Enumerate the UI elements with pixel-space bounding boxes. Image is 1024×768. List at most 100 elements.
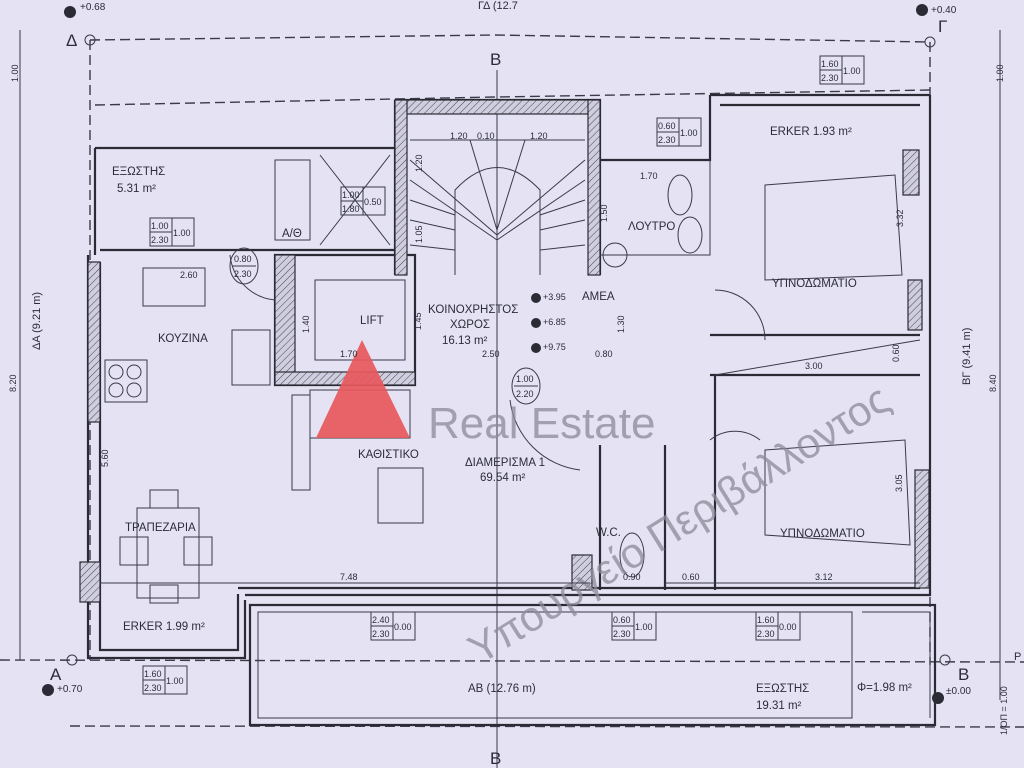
room-apartment: ΔΙΑΜΕΡΙΣΜΑ 1: [465, 457, 545, 469]
svg-text:+0.68: +0.68: [80, 2, 106, 13]
furniture: [104, 154, 911, 604]
svg-text:0.90: 0.90: [623, 572, 641, 582]
section-marker-top: B: [490, 50, 501, 69]
svg-text:0.60: 0.60: [891, 344, 901, 362]
svg-text:+0.70: +0.70: [57, 684, 83, 695]
corner-beta: Β: [958, 665, 969, 684]
svg-text:ΔΑ (9.21 m): ΔΑ (9.21 m): [31, 292, 43, 350]
room-storage: Α/Θ: [282, 228, 302, 240]
corner-gamma: Γ: [938, 17, 947, 36]
svg-text:0.60: 0.60: [658, 121, 676, 131]
corner-alpha: Α: [50, 665, 62, 684]
room-balcony-bottom-area: 19.31 m²: [756, 700, 802, 712]
svg-text:1.70: 1.70: [640, 171, 658, 181]
svg-text:0.00: 0.00: [394, 622, 412, 632]
svg-text:1.40: 1.40: [301, 315, 311, 333]
svg-text:0.80: 0.80: [595, 349, 613, 359]
svg-text:3.12: 3.12: [815, 572, 833, 582]
svg-text:Ρ: Ρ: [1014, 651, 1021, 663]
svg-text:1.60: 1.60: [144, 669, 162, 679]
svg-text:±0.00: ±0.00: [946, 686, 971, 697]
section-marker-bottom: B: [490, 749, 501, 768]
svg-text:3.05: 3.05: [894, 474, 904, 492]
svg-text:1.20: 1.20: [530, 131, 548, 141]
room-common-2: ΧΩΡΟΣ: [450, 319, 490, 331]
room-phi: Φ=1.98 m²: [857, 682, 912, 694]
svg-text:8.40: 8.40: [988, 374, 998, 392]
svg-text:1.00: 1.00: [635, 622, 653, 632]
svg-text:1.70: 1.70: [340, 349, 358, 359]
room-balcony-top: ΕΞΩΣΤΗΣ: [112, 166, 165, 178]
svg-text:2.30: 2.30: [144, 683, 162, 693]
svg-text:2.30: 2.30: [757, 629, 775, 639]
room-bedroom-2: ΥΠΝΟΔΩΜΑΤΙΟ: [780, 528, 865, 540]
svg-text:1.60: 1.60: [821, 59, 839, 69]
top-edge-label: ΓΔ (12.7: [478, 0, 518, 12]
svg-text:0.00: 0.00: [779, 622, 797, 632]
svg-text:2.30: 2.30: [658, 135, 676, 145]
svg-text:2.50: 2.50: [482, 349, 500, 359]
svg-text:3.00: 3.00: [805, 361, 823, 371]
svg-text:2.30: 2.30: [234, 269, 252, 279]
room-common-1: ΚΟΙΝΟΧΡΗΣΤΟΣ: [428, 304, 518, 316]
interior-dimensions: 1.20 0.10 1.20 1.20 1.05 1.70 1.50 3.32 …: [100, 131, 920, 584]
room-living: ΚΑΘΙΣΤΙΚΟ: [358, 449, 419, 461]
svg-text:1.00: 1.00: [995, 64, 1005, 82]
room-common-area: 16.13 m²: [442, 335, 488, 347]
svg-text:+0.40: +0.40: [931, 5, 957, 16]
svg-text:0.60: 0.60: [682, 572, 700, 582]
svg-text:1/ΟΠ = 1.00: 1/ΟΠ = 1.00: [999, 686, 1009, 735]
svg-text:1.00: 1.00: [843, 66, 861, 76]
svg-text:0.60: 0.60: [613, 615, 631, 625]
svg-text:ΒΓ (9.41 m): ΒΓ (9.41 m): [961, 328, 973, 385]
svg-text:2.30: 2.30: [821, 73, 839, 83]
svg-text:1.00: 1.00: [516, 374, 534, 384]
svg-text:1.50: 1.50: [599, 204, 609, 222]
front-edge-label: ΑΒ (12.76 m): [468, 683, 536, 695]
side-dimensions: 1.00 ΔΑ (9.21 m) 8.20 1.00 ΒΓ (9.41 m) 8…: [8, 30, 1021, 735]
svg-text:2.30: 2.30: [151, 235, 169, 245]
room-kitchen: ΚΟΥΖΙΝΑ: [158, 333, 208, 345]
room-bedroom-1: ΥΠΝΟΔΩΜΑΤΙΟ: [772, 278, 857, 290]
svg-text:0.50: 0.50: [364, 197, 382, 207]
room-erker-left: ERKER 1.99 m²: [123, 621, 205, 633]
room-balcony-top-area: 5.31 m²: [117, 183, 156, 195]
room-wc: W.C.: [596, 527, 621, 539]
svg-text:1.00: 1.00: [680, 128, 698, 138]
location-marker-icon: [316, 340, 410, 438]
svg-text:7.48: 7.48: [340, 572, 358, 582]
room-bathroom: ΛΟΥΤΡΟ: [628, 221, 675, 233]
levels: +0.68 +0.40 +0.70 ±0.00 +3.95 +6.85 +9.7…: [42, 2, 971, 704]
room-labels: ΕΞΩΣΤΗΣ 5.31 m² Α/Θ ΛΟΥΤΡΟ ERKER 1.93 m²…: [112, 126, 912, 712]
room-apartment-area: 69.54 m²: [480, 472, 526, 484]
svg-text:8.20: 8.20: [8, 374, 18, 392]
svg-text:2.30: 2.30: [613, 629, 631, 639]
svg-text:1.00: 1.00: [342, 190, 360, 200]
staircase: [409, 139, 586, 275]
svg-text:0.10: 0.10: [477, 131, 495, 141]
svg-text:1.00: 1.00: [166, 676, 184, 686]
hatched-walls: [79, 99, 930, 603]
agency-watermark: Real Estate: [428, 399, 655, 448]
opening-tags: 1.60 2.30 1.00 0.60 2.30 1.00 1.00 1.80 0.50 1…: [142, 55, 865, 695]
svg-text:1.60: 1.60: [757, 615, 775, 625]
svg-text:1.00: 1.00: [151, 221, 169, 231]
svg-text:+9.75: +9.75: [543, 342, 566, 352]
corner-delta: Δ: [66, 31, 77, 50]
svg-text:1.20: 1.20: [414, 154, 424, 172]
svg-text:1.00: 1.00: [10, 64, 20, 82]
svg-text:1.05: 1.05: [414, 225, 424, 243]
room-lift: LIFT: [360, 315, 384, 327]
svg-text:0.80: 0.80: [234, 254, 252, 264]
svg-text:1.45: 1.45: [413, 312, 423, 330]
svg-text:1.80: 1.80: [342, 204, 360, 214]
svg-text:+3.95: +3.95: [543, 292, 566, 302]
svg-text:2.30: 2.30: [372, 629, 390, 639]
svg-text:2.40: 2.40: [372, 615, 390, 625]
room-erker-right: ERKER 1.93 m²: [770, 126, 852, 138]
svg-text:1.20: 1.20: [450, 131, 468, 141]
room-dining: ΤΡΑΠΕΖΑΡΙΑ: [125, 522, 196, 534]
svg-text:1.00: 1.00: [173, 228, 191, 238]
room-disabled: ΑΜΕΑ: [582, 291, 615, 303]
